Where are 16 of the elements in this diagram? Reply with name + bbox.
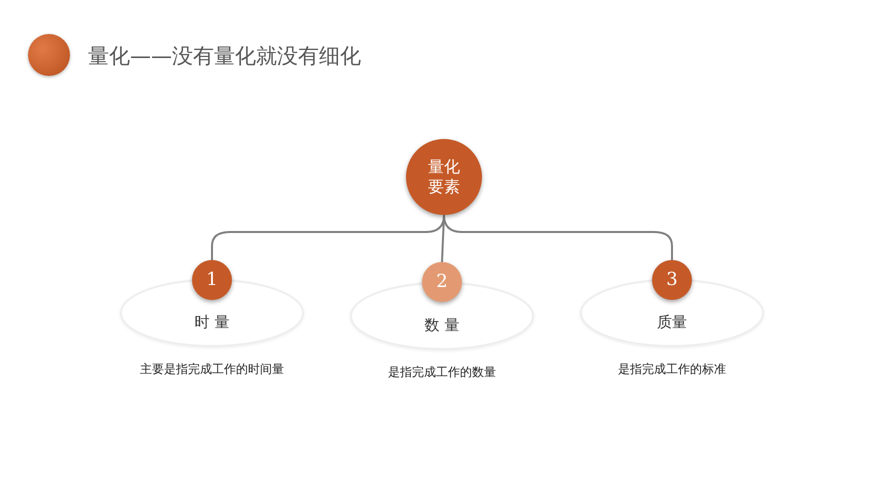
title-text: 量化——没有量化就没有细化	[88, 43, 361, 70]
connector-line	[443, 214, 673, 260]
number-badge	[422, 262, 462, 302]
step-number: 1	[206, 268, 218, 292]
item-label: 数 量	[424, 316, 460, 335]
step-number: 2	[436, 270, 448, 294]
description-text: 主要是指完成工作的时间量	[139, 361, 285, 378]
node-label: 量化要素	[427, 157, 461, 197]
number-badge	[192, 260, 232, 300]
description-text: 是指完成工作的标准	[617, 361, 727, 378]
description-text: 是指完成工作的数量	[387, 364, 497, 381]
item-label: 时 量	[194, 313, 230, 332]
root-circle	[406, 139, 482, 215]
item-label: 质量	[656, 313, 688, 332]
step-number: 3	[666, 268, 678, 292]
number-badge	[652, 260, 692, 300]
